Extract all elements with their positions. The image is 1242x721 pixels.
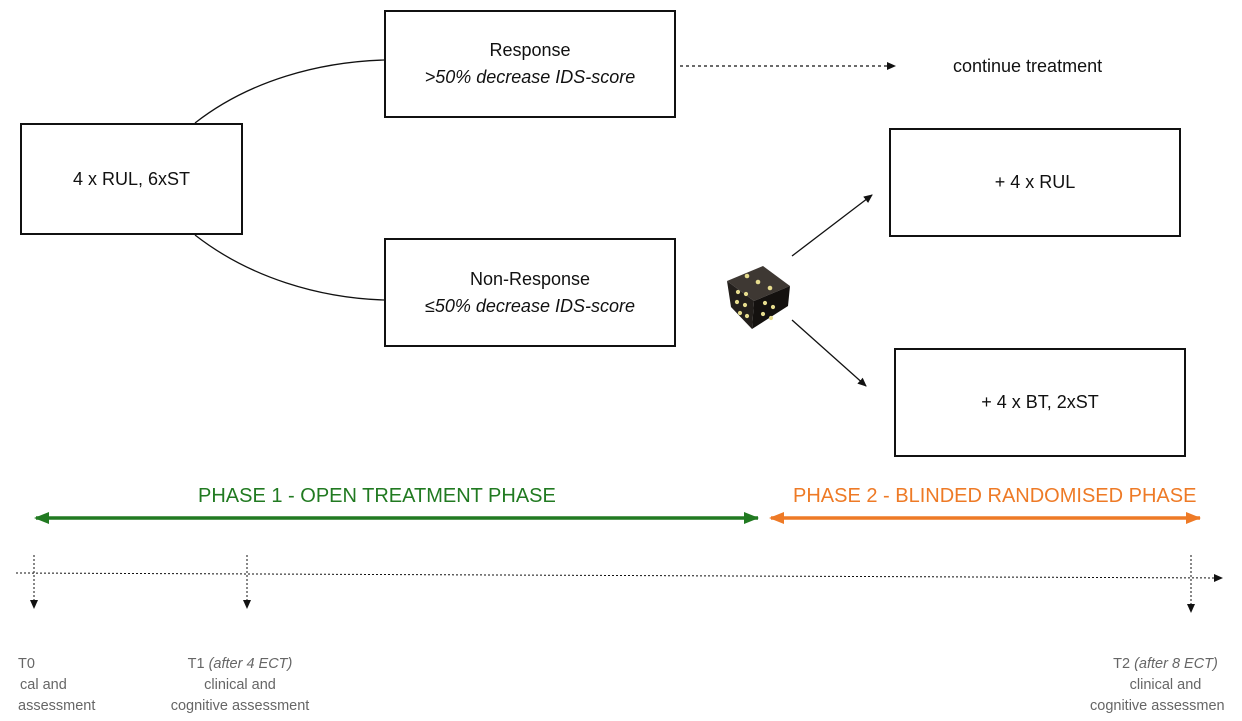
- non-response-box: Non-Response ≤50% decrease IDS-score: [384, 238, 676, 347]
- timepoint-t1-label: T1 (after 4 ECT) clinical and cognitive …: [159, 654, 321, 717]
- arm-rul-label: + 4 x RUL: [994, 172, 1076, 192]
- timepoint-t2-line1: clinical and: [1129, 677, 1202, 694]
- dice-icon: [727, 266, 790, 329]
- initial-treatment-label: 4 x RUL, 6xST: [72, 168, 191, 189]
- timepoint-t2-line2: cognitive assessmen: [1090, 698, 1225, 715]
- non-response-label: Non-Response: [469, 268, 591, 289]
- timepoint-t1-note: (after 4 ECT): [208, 656, 293, 672]
- phase1-label: PHASE 1 - OPEN TREATMENT PHASE: [198, 485, 556, 507]
- response-criterion: >50% decrease IDS-score: [424, 67, 636, 87]
- timepoint-t2-label: T2 (after 8 ECT) clinical and cognitive …: [1089, 654, 1242, 717]
- arm-rul-box: + 4 x RUL: [889, 128, 1181, 237]
- arm-bt-label: + 4 x BT, 2xST: [981, 392, 1099, 412]
- phase2-label: PHASE 2 - BLINDED RANDOMISED PHASE: [793, 485, 1197, 507]
- timepoint-t1-line2: cognitive assessment: [170, 698, 310, 715]
- timepoint-t1-name: T1: [187, 656, 205, 672]
- timepoint-t2-name: T2: [1113, 656, 1131, 672]
- connector-initial-to-non-response: [194, 234, 385, 301]
- response-label: Response: [489, 40, 571, 60]
- timepoint-t0-line1: cal and: [20, 677, 67, 694]
- arrow-to-arm-bt: [791, 319, 867, 387]
- arm-bt-box: + 4 x BT, 2xST: [894, 348, 1186, 457]
- timepoint-t0-label: T0 cal and assessment: [18, 654, 95, 717]
- timepoint-t1-line1: clinical and: [204, 677, 276, 694]
- continue-treatment-label: continue treatment: [953, 56, 1103, 76]
- arrow-to-arm-rul: [791, 194, 873, 257]
- non-response-criterion: ≤50% decrease IDS-score: [425, 295, 635, 316]
- timepoint-t0-line2: assessment: [18, 698, 96, 715]
- initial-treatment-box: 4 x RUL, 6xST: [20, 123, 243, 235]
- timepoint-t2-note: (after 8 ECT): [1134, 656, 1218, 672]
- response-box: Response >50% decrease IDS-score: [384, 10, 676, 118]
- timepoint-t0-name: T0: [18, 656, 35, 672]
- timeline-axis: [15, 572, 1223, 582]
- connector-initial-to-response: [194, 59, 385, 124]
